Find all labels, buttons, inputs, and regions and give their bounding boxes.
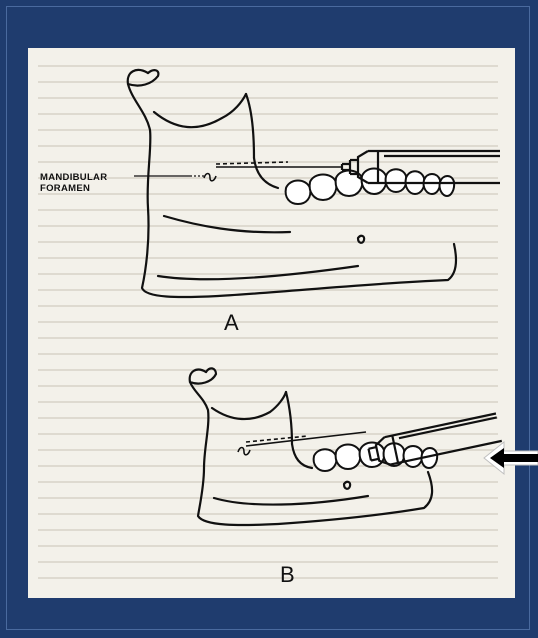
figure-page: MANDIBULAR FORAMEN A B <box>28 48 515 598</box>
caption-a: A <box>224 310 239 336</box>
foramen-label: MANDIBULAR FORAMEN <box>40 172 107 194</box>
caption-b: B <box>280 562 295 588</box>
foramen-label-line2: FORAMEN <box>40 183 107 194</box>
foramen-mark-b <box>238 448 250 455</box>
foramen-label-line1: MANDIBULAR <box>40 172 107 183</box>
teeth-a <box>286 169 455 205</box>
arrow-left-icon <box>482 438 538 478</box>
mandible-illustrations <box>28 48 515 598</box>
